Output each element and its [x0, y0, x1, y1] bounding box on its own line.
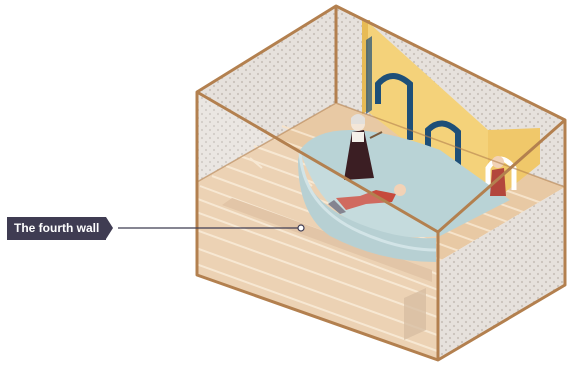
box-frame-back-edges [196, 102, 566, 188]
callout-leader [118, 224, 305, 232]
arch-2 [425, 120, 461, 196]
back-left-wall [197, 6, 336, 182]
box-frame [195, 4, 567, 362]
fourth-wall-pane [197, 92, 438, 360]
arch-1 [375, 73, 413, 140]
villain-figure [344, 114, 383, 180]
fourth-wall-label: The fourth wall [7, 217, 114, 240]
fallen-actor-figure [328, 184, 406, 214]
front-right-wall [438, 187, 565, 360]
